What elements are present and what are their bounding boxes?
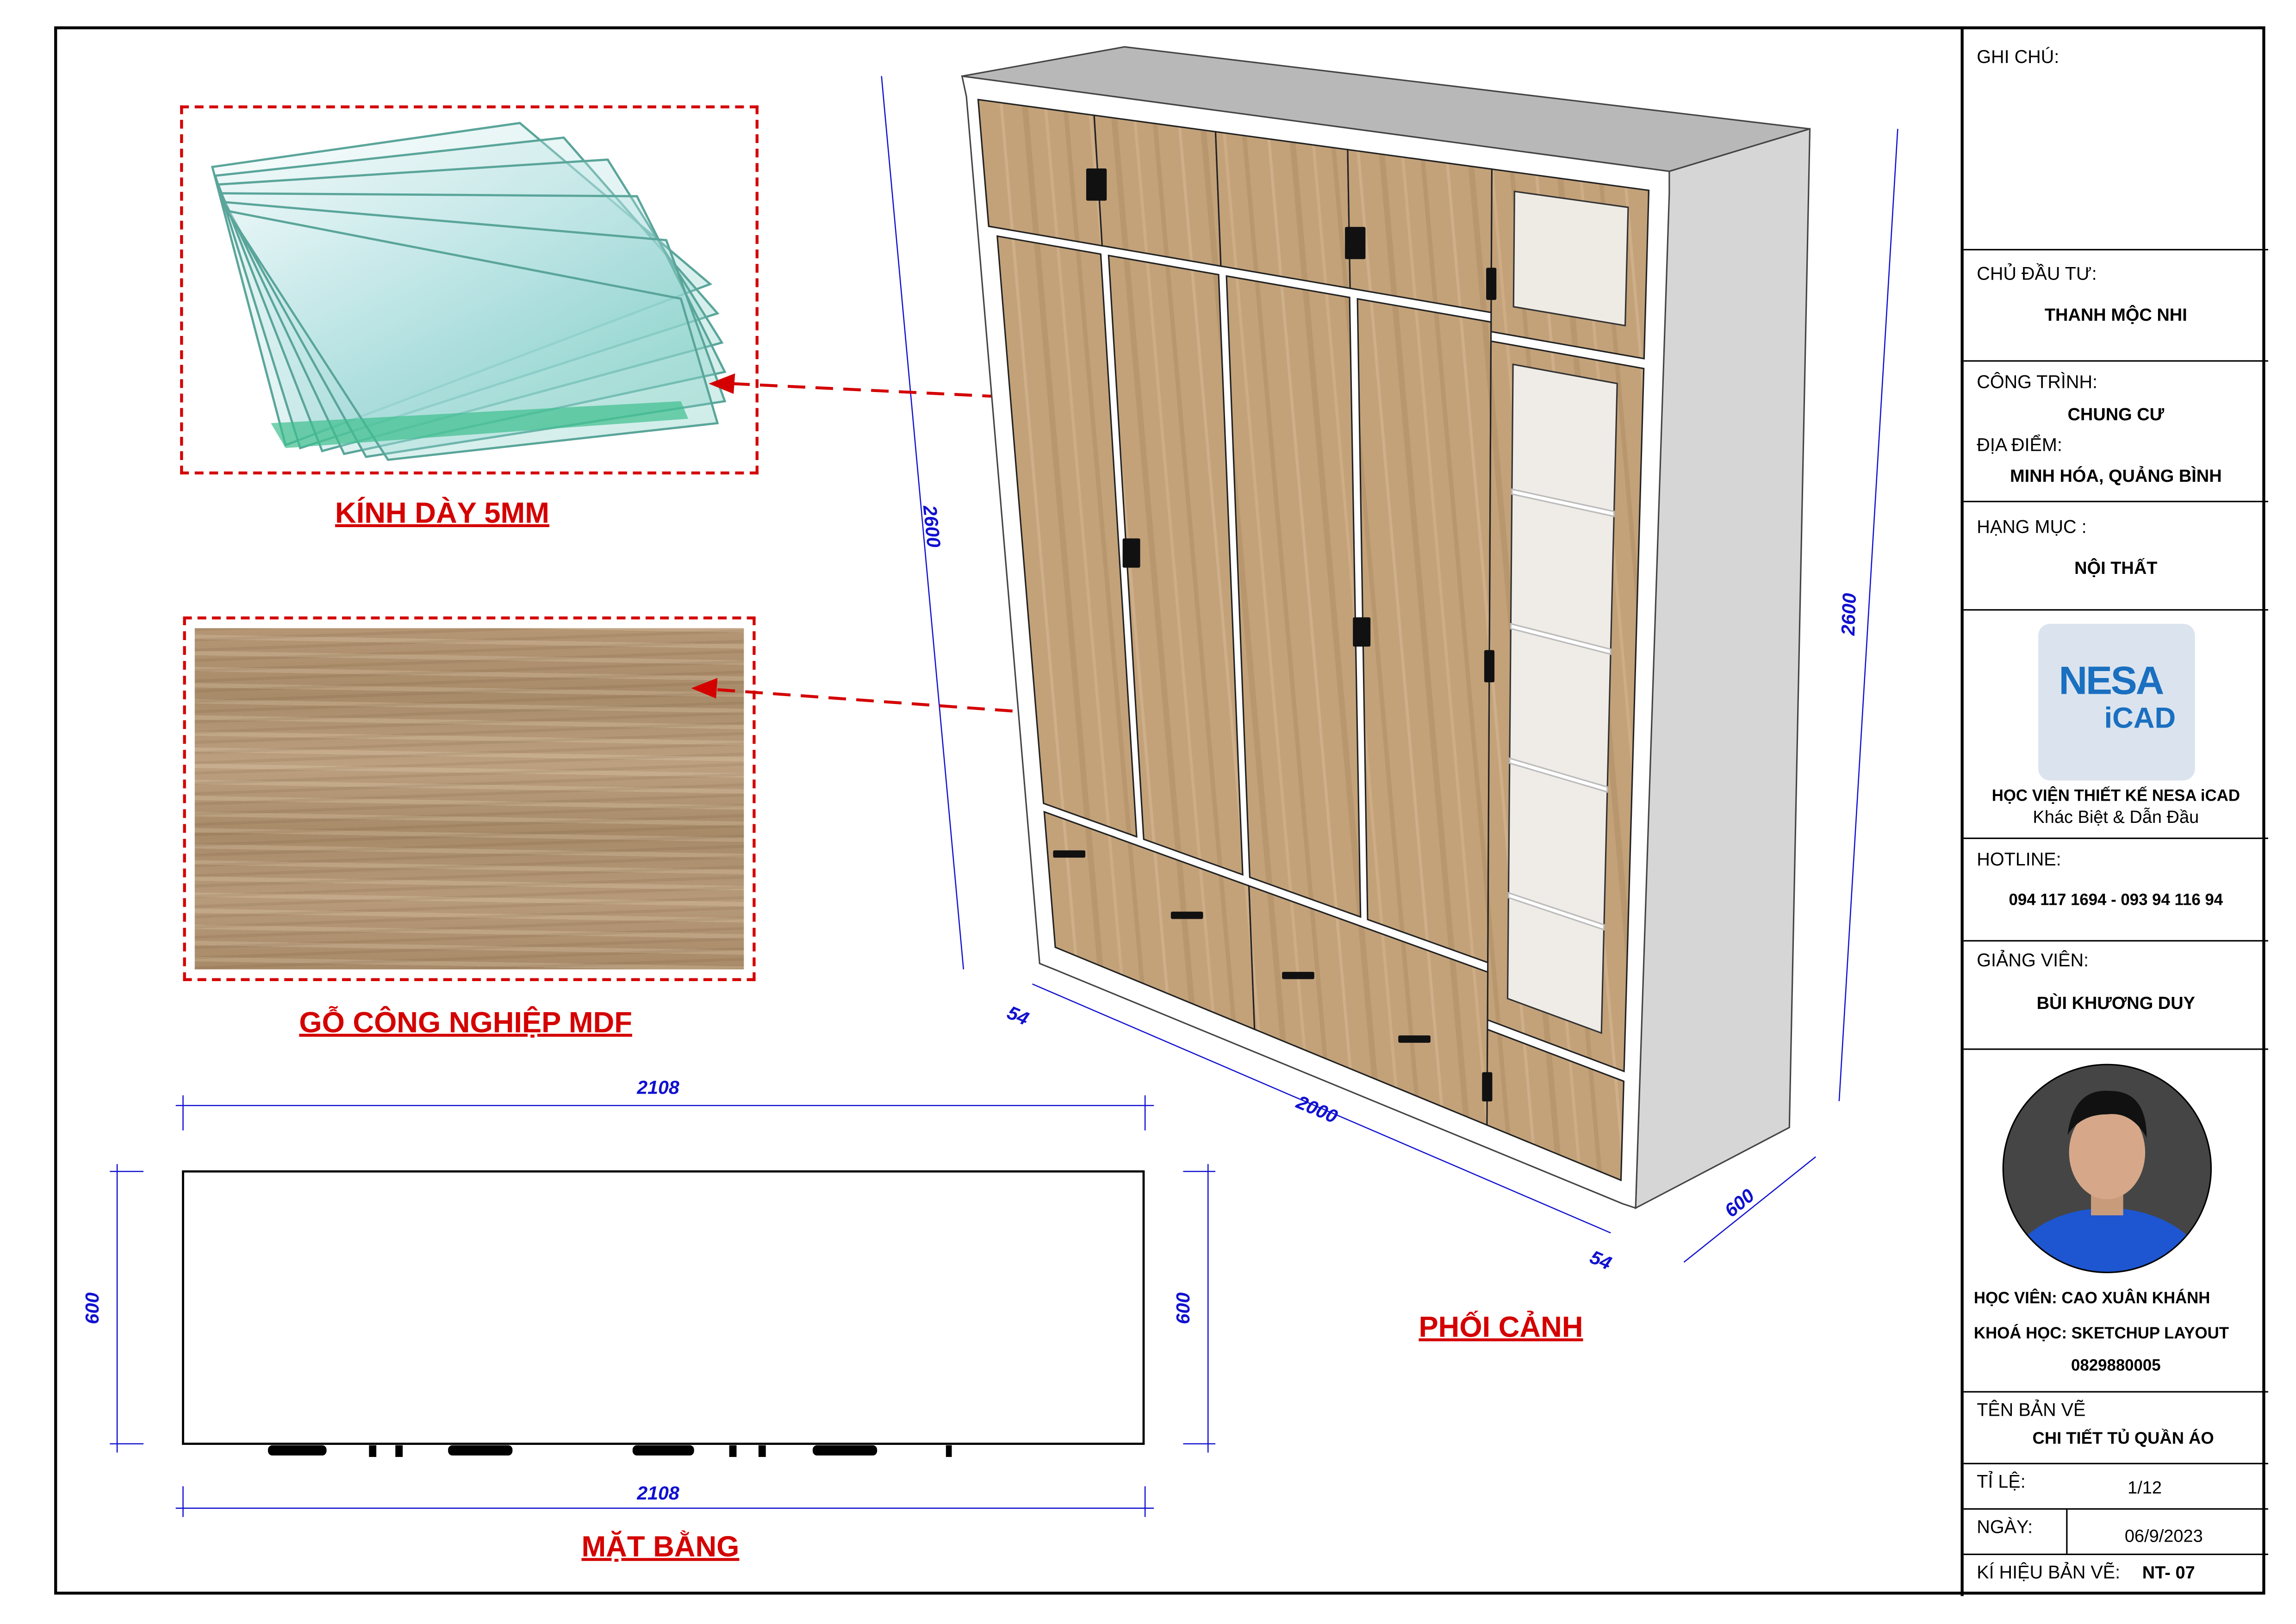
drawing-name-label: TÊN BẢN VẼ — [1977, 1400, 2086, 1420]
door-handle — [1086, 168, 1107, 201]
drawer-handle — [1282, 971, 1314, 979]
hotline-value: 094 117 1694 - 093 94 116 94 — [2009, 891, 2223, 909]
category-section: HẠNG MỤC : NỘI THẤT — [1963, 502, 2268, 611]
glass-shelf — [1507, 891, 1605, 931]
sheet-border — [54, 26, 2265, 1595]
drawing-name-value: CHI TIẾT TỦ QUẦN ÁO — [2032, 1431, 2214, 1449]
glass-shelf — [1511, 488, 1615, 517]
student-section: HỌC VIÊN: CAO XUÂN KHÁNH KHOÁ HỌC: SKETC… — [1963, 1050, 2268, 1393]
logo-text-icad: iCAD — [2104, 703, 2176, 735]
glass-shelf — [1510, 622, 1612, 655]
logo-text-nesa: NESA — [2059, 659, 2164, 703]
plan-dim-bottom: 2108 — [637, 1481, 679, 1504]
upper-door — [1214, 131, 1351, 289]
door-handle — [1353, 617, 1371, 647]
academy-name: HỌC VIỆN THIẾT KẾ NESA iCAD — [1991, 788, 2240, 806]
category-value: NỘI THẤT — [2074, 558, 2158, 579]
notes-label: GHI CHÚ: — [1977, 47, 2060, 68]
lecturer-label: GIẢNG VIÊN: — [1977, 950, 2089, 971]
project-section: CÔNG TRÌNH: CHUNG CƯ ĐỊA ĐIỂM: MINH HÓA,… — [1963, 361, 2268, 503]
date-section: NGÀY: 06/9/2023 — [1963, 1509, 2268, 1556]
upper-door — [1093, 114, 1222, 267]
perspective-title: PHỐI CẢNH — [1419, 1312, 1583, 1344]
wardrobe-door — [1108, 255, 1244, 876]
tall-glass-panel — [1506, 363, 1618, 1034]
mdf-callout-arrow — [717, 688, 1062, 716]
door-handle — [1122, 538, 1140, 568]
drawer-handle — [1170, 911, 1203, 919]
wardrobe-door — [1356, 298, 1492, 964]
drawing-name-section: TÊN BẢN VẼ CHI TIẾT TỦ QUẦN ÁO — [1963, 1393, 2268, 1464]
plan-title: MẶT BẰNG — [581, 1531, 740, 1564]
glass-sample-box — [180, 105, 759, 475]
logo-section: NESA iCAD HỌC VIỆN THIẾT KẾ NESA iCAD Kh… — [1963, 610, 2268, 839]
upper-door — [1347, 149, 1493, 314]
student-name: HỌC VIÊN: CAO XUÂN KHÁNH — [1973, 1290, 2210, 1308]
mdf-label: GỖ CÔNG NGHIỆP MDF — [299, 1007, 632, 1040]
code-section: KÍ HIỆU BẢN VẼ: NT- 07 — [1964, 1555, 2268, 1596]
date-label: NGÀY: — [1977, 1517, 2033, 1538]
glass-sheets-image — [211, 122, 727, 461]
date-value: 06/9/2023 — [2124, 1525, 2203, 1547]
glass-shelf — [1509, 757, 1608, 793]
owner-label: CHỦ ĐẦU TƯ: — [1977, 263, 2097, 284]
notes-section: GHI CHÚ: — [1963, 26, 2268, 251]
plan-handles — [268, 1445, 952, 1457]
door-handle — [1482, 1072, 1493, 1101]
location-label: ĐỊA ĐIỂM: — [1977, 435, 2062, 455]
academy-slogan: Khác Biệt & Dẫn Đầu — [2033, 807, 2199, 828]
wardrobe-door — [1226, 275, 1362, 918]
student-phone: 0829880005 — [2071, 1357, 2161, 1375]
wardrobe-door — [996, 235, 1138, 838]
scale-section: TỈ LỆ: 1/12 — [1963, 1464, 2268, 1510]
glass-label: KÍNH DÀY 5MM — [335, 498, 549, 530]
door-handle — [1345, 227, 1366, 259]
location-value: MINH HÓA, QUẢNG BÌNH — [2010, 466, 2222, 486]
course-name: KHOÁ HỌC: SKETCHUP LAYOUT — [1973, 1325, 2229, 1343]
owner-value: THANH MỘC NHI — [2044, 305, 2187, 325]
door-handle — [1486, 268, 1497, 300]
project-value: CHUNG CƯ — [2067, 404, 2165, 425]
mdf-wood-texture — [194, 628, 744, 970]
code-value: NT- 07 — [2142, 1562, 2195, 1583]
height-dim-line-right — [1838, 129, 1898, 1101]
title-block: GHI CHÚ: CHỦ ĐẦU TƯ: THANH MỘC NHI CÔNG … — [1960, 26, 2268, 1596]
student-photo — [2002, 1064, 2212, 1274]
drawer-handle — [1398, 1035, 1431, 1043]
hotline-label: HOTLINE: — [1977, 849, 2061, 870]
code-label: KÍ HIỆU BẢN VẼ: — [1977, 1562, 2121, 1583]
height-dim-right: 2600 — [1836, 592, 1860, 636]
lecturer-section: GIẢNG VIÊN: BÙI KHƯƠNG DUY — [1963, 941, 2268, 1050]
mdf-sample-box — [183, 616, 756, 981]
upper-door — [977, 99, 1103, 247]
height-dim-line-left — [881, 76, 964, 970]
nesa-logo: NESA iCAD — [2038, 623, 2195, 781]
project-label: CÔNG TRÌNH: — [1977, 372, 2098, 392]
scale-label: TỈ LỆ: — [1977, 1471, 2026, 1493]
scale-value: 1/12 — [2128, 1477, 2162, 1498]
category-label: HẠNG MỤC : — [1977, 516, 2087, 538]
lecturer-value: BÙI KHƯƠNG DUY — [2036, 993, 2195, 1014]
date-divider — [2066, 1509, 2068, 1554]
drawer-handle — [1053, 850, 1086, 858]
owner-section: CHỦ ĐẦU TƯ: THANH MỘC NHI — [1963, 250, 2268, 362]
plan-outline — [182, 1170, 1145, 1445]
upper-glass-panel — [1512, 190, 1629, 327]
hotline-section: HOTLINE: 094 117 1694 - 093 94 116 94 — [1963, 839, 2268, 942]
plan-dim-top: 2108 — [637, 1076, 679, 1098]
height-dim-left: 2600 — [919, 504, 946, 549]
width-dim-line — [1032, 983, 1611, 1234]
depth-dim-line — [1683, 1156, 1817, 1263]
door-handle — [1484, 650, 1495, 683]
